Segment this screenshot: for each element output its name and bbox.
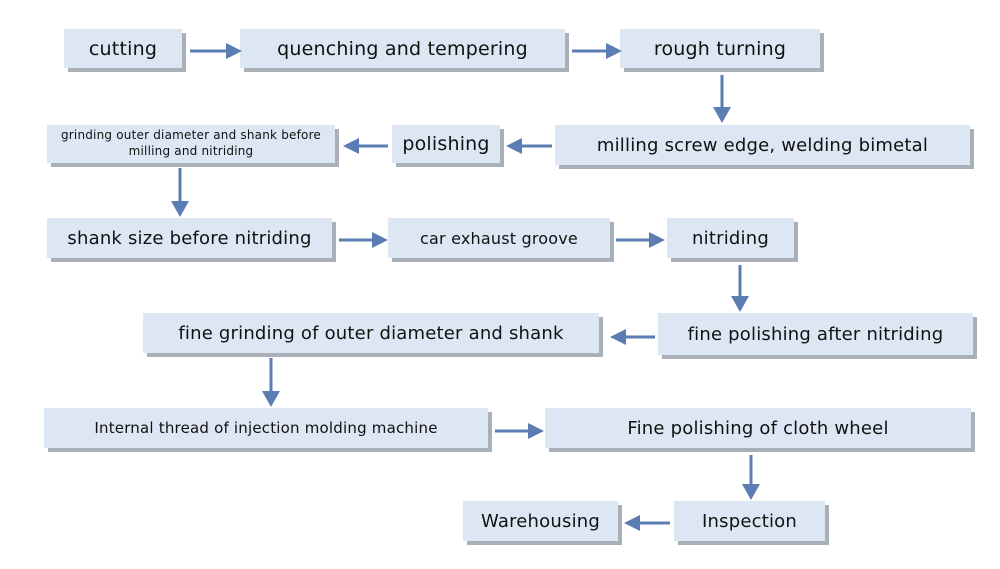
step-fine-polishing-cloth-wheel: Fine polishing of cloth wheel [545, 408, 971, 448]
step-warehousing: Warehousing [463, 501, 618, 541]
arrow-head [528, 423, 544, 439]
step-polishing: polishing [392, 125, 500, 163]
step-nitriding: nitriding [667, 218, 794, 258]
arrow-head [713, 107, 731, 123]
arrow-head [731, 296, 749, 312]
arrow-head [262, 391, 280, 407]
arrow-head [624, 515, 640, 531]
arrow-head [372, 232, 388, 248]
step-cutting: cutting [64, 29, 182, 68]
arrow-head [506, 138, 522, 154]
step-shank-size-before-nitriding: shank size before nitriding [47, 218, 332, 258]
step-grinding-before-milling: grinding outer diameter and shank before… [47, 125, 335, 163]
arrow-head [649, 232, 665, 248]
arrow-head [171, 201, 189, 217]
step-milling-screw-edge: milling screw edge, welding bimetal [555, 125, 970, 165]
step-car-exhaust-groove: car exhaust groove [388, 218, 610, 258]
step-fine-grinding-outer-diameter: fine grinding of outer diameter and shan… [143, 313, 599, 353]
arrow-head [226, 43, 242, 59]
step-rough-turning: rough turning [620, 29, 820, 68]
step-quenching-and-tempering: quenching and tempering [240, 29, 565, 68]
arrow-head [606, 43, 622, 59]
step-internal-thread: Internal thread of injection molding mac… [44, 408, 488, 448]
arrow-head [610, 329, 626, 345]
arrow-head [742, 484, 760, 500]
step-inspection: Inspection [674, 501, 825, 541]
arrow-head [343, 138, 359, 154]
step-fine-polishing-after-nitriding: fine polishing after nitriding [658, 313, 973, 355]
